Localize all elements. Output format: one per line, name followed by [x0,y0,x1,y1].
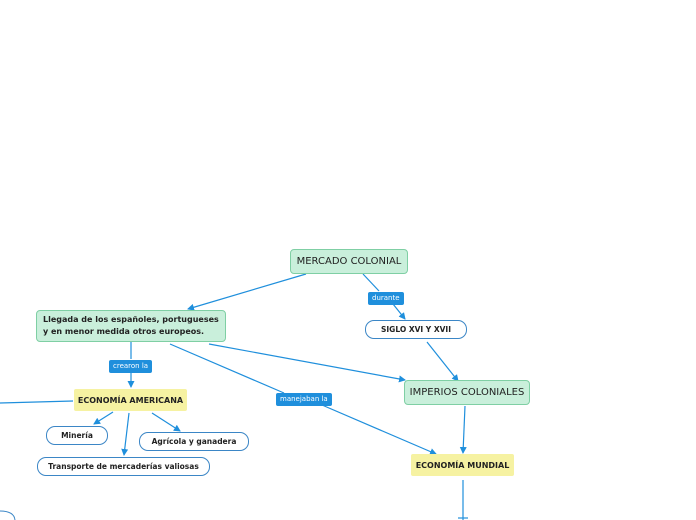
node-transporte-label: Transporte de mercaderías valiosas [48,462,199,471]
node-mineria[interactable]: Minería [46,426,108,445]
edge-llegada-to-manejaban [169,343,285,394]
node-economia-mundial-label: ECONOMÍA MUNDIAL [415,460,510,470]
edge-imperios-to-economia-mundial [459,405,467,454]
node-economia-mundial[interactable]: ECONOMÍA MUNDIAL [411,454,514,476]
edge-manejaban-to-economia-mundial [321,404,437,455]
node-imperios-coloniales[interactable]: IMPERIOS COLONIALES [404,380,530,405]
edge-mercado-to-durante [362,273,380,292]
edge-economia-americana-to-mineria [93,411,114,425]
link-label-crearon-la: crearon la [109,360,153,373]
node-siglo[interactable]: SIGLO XVI Y XVII [365,320,467,339]
node-mercado-colonial[interactable]: MERCADO COLONIAL [290,249,408,274]
node-agricola-label: Agrícola y ganadera [151,437,237,446]
edge-llegada-to-imperios [208,343,406,383]
node-mercado-colonial-label: MERCADO COLONIAL [296,256,402,267]
node-agricola[interactable]: Agrícola y ganadera [139,432,249,451]
node-economia-americana[interactable]: ECONOMÍA AMERICANA [74,389,187,411]
node-llegada-label: Llegada de los españoles, portugueses y … [43,315,219,336]
link-label-manejaban-la: manejaban la [276,393,332,406]
node-llegada[interactable]: Llegada de los españoles, portugueses y … [36,310,226,342]
edge-economia-americana-offscreen [0,400,74,404]
edge-economia-americana-to-agricola [151,412,181,432]
edge-siglo-to-imperios [426,341,459,382]
node-siglo-label: SIGLO XVI Y XVII [380,325,452,334]
node-mineria-label: Minería [61,431,93,440]
edge-economia-americana-to-transporte [121,412,130,456]
node-economia-americana-label: ECONOMÍA AMERICANA [77,395,184,405]
node-transporte[interactable]: Transporte de mercaderías valiosas [37,457,210,476]
edge-durante-to-siglo [392,303,406,320]
node-imperios-coloniales-label: IMPERIOS COLONIALES [409,387,525,398]
offscreen-node-edge [0,510,16,520]
link-label-durante: durante [368,292,404,305]
edge-mercado-to-llegada [187,273,307,311]
